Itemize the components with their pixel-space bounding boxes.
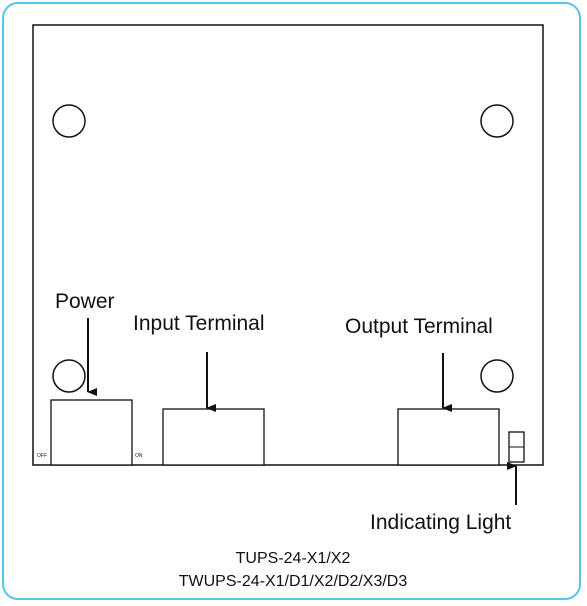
mounting-hole-top-right: [480, 104, 514, 138]
switch-on-label: ON: [135, 453, 143, 459]
power-label: Power: [55, 290, 115, 313]
input-terminal-label: Input Terminal: [133, 312, 265, 335]
power-switch: [50, 399, 133, 466]
model-line-2: TWUPS-24-X1/D1/X2/D2/X3/D3: [179, 573, 408, 590]
diagram-frame: [2, 2, 581, 600]
mounting-hole-bottom-right: [480, 359, 514, 393]
output-terminal-label: Output Terminal: [345, 315, 493, 338]
indicating-light-label: Indicating Light: [370, 511, 511, 534]
output-terminal-block: [397, 408, 500, 466]
mounting-hole-bottom-left: [52, 359, 86, 393]
input-terminal-block: [162, 408, 265, 466]
model-line-1: TUPS-24-X1/X2: [236, 550, 351, 567]
mounting-hole-top-left: [52, 104, 86, 138]
circuit-board: [32, 24, 544, 466]
switch-off-label: OFF: [37, 453, 47, 459]
